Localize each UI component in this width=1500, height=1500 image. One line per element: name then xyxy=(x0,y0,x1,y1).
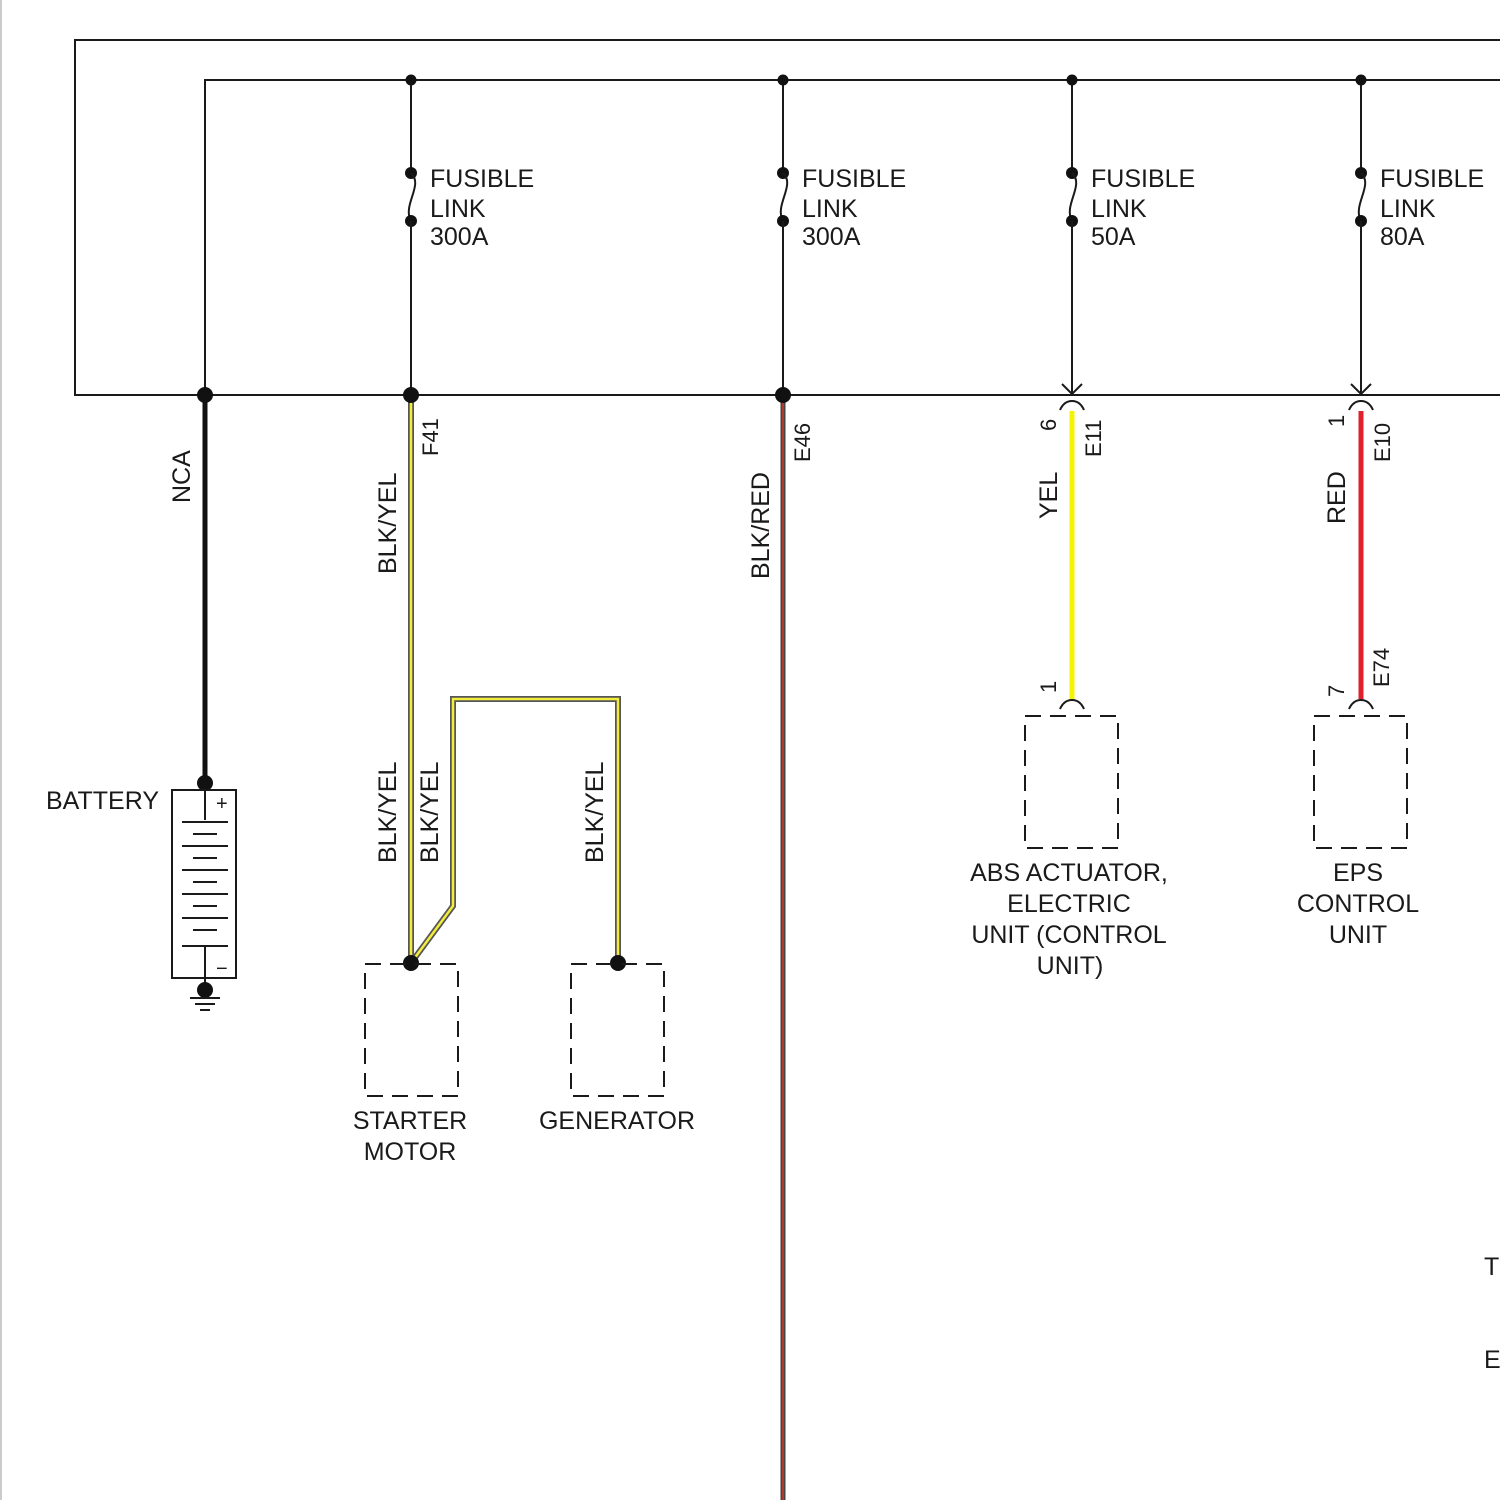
fuse-2-line2: LINK xyxy=(802,195,858,223)
generator-label: GENERATOR xyxy=(539,1107,695,1135)
fuse-3-line1: FUSIBLE xyxy=(1091,165,1195,193)
connector-e10-pin: 1 xyxy=(1324,415,1349,427)
wire-label-generator: BLK/YEL xyxy=(581,761,609,863)
edge-text-e: E xyxy=(1484,1346,1500,1374)
eps-label-1: EPS xyxy=(1333,859,1383,887)
fusible-link-4: FUSIBLE LINK 80A xyxy=(1355,75,1484,396)
generator: GENERATOR xyxy=(539,964,695,1135)
wire-label-starter-lower: BLK/YEL xyxy=(374,761,402,863)
abs-label-4: UNIT) xyxy=(1037,952,1104,980)
fuse-2-line1: FUSIBLE xyxy=(802,165,906,193)
connector-e10: E10 xyxy=(1370,423,1395,462)
fuse-4-line2: LINK xyxy=(1380,195,1436,223)
fuse-3-line2: LINK xyxy=(1091,195,1147,223)
battery-minus: − xyxy=(216,958,228,980)
blk-yel-wires xyxy=(403,387,626,971)
fusible-link-3: FUSIBLE LINK 50A xyxy=(1066,75,1195,396)
battery-wire: NCA xyxy=(168,387,213,791)
wire-label-starter-jumper: BLK/YEL xyxy=(416,761,444,863)
wire-label-blk-red: BLK/RED xyxy=(747,472,775,579)
edge-text-t: T xyxy=(1484,1253,1499,1281)
starter-label-2: MOTOR xyxy=(364,1138,457,1166)
abs-label-1: ABS ACTUATOR, xyxy=(970,859,1168,887)
fuse-2-rating: 300A xyxy=(802,223,861,251)
abs-label-2: ELECTRIC xyxy=(1007,890,1131,918)
wire-label-yel: YEL xyxy=(1035,472,1063,519)
connector-f41: F41 xyxy=(418,418,443,456)
wire-label-starter-feed: BLK/YEL xyxy=(374,472,402,574)
connector-e74-pin: 7 xyxy=(1324,685,1349,697)
fusible-link-1: FUSIBLE LINK 300A xyxy=(405,75,534,396)
wire-label-red: RED xyxy=(1323,471,1351,524)
abs-pin: 1 xyxy=(1036,681,1061,693)
abs-label-3: UNIT (CONTROL xyxy=(971,921,1166,949)
fuse-1-rating: 300A xyxy=(430,223,489,251)
connector-e74: E74 xyxy=(1369,648,1394,687)
blk-red-wire xyxy=(775,387,791,1500)
fuse-4-line1: FUSIBLE xyxy=(1380,165,1484,193)
battery-label: BATTERY xyxy=(46,787,159,815)
connector-e46: E46 xyxy=(790,423,815,462)
starter-motor: STARTER MOTOR xyxy=(353,964,467,1166)
eps-label-3: UNIT xyxy=(1329,921,1387,949)
connector-e11-pin: 6 xyxy=(1036,419,1061,431)
fuse-1-line2: LINK xyxy=(430,195,486,223)
eps-control-unit: EPS CONTROL UNIT xyxy=(1297,716,1419,949)
abs-actuator: ABS ACTUATOR, ELECTRIC UNIT (CONTROL UNI… xyxy=(970,716,1168,980)
fuse-3-rating: 50A xyxy=(1091,223,1136,251)
connector-e11: E11 xyxy=(1081,419,1106,457)
eps-label-2: CONTROL xyxy=(1297,890,1419,918)
fusible-link-2: FUSIBLE LINK 300A xyxy=(777,75,906,396)
battery: + − BATTERY xyxy=(46,787,236,990)
fuse-1-line1: FUSIBLE xyxy=(430,165,534,193)
ground-icon xyxy=(190,982,220,1010)
fuse-4-rating: 80A xyxy=(1380,223,1425,251)
battery-plus: + xyxy=(216,793,228,815)
wire-label-nca: NCA xyxy=(168,450,196,503)
starter-label-1: STARTER xyxy=(353,1107,467,1135)
